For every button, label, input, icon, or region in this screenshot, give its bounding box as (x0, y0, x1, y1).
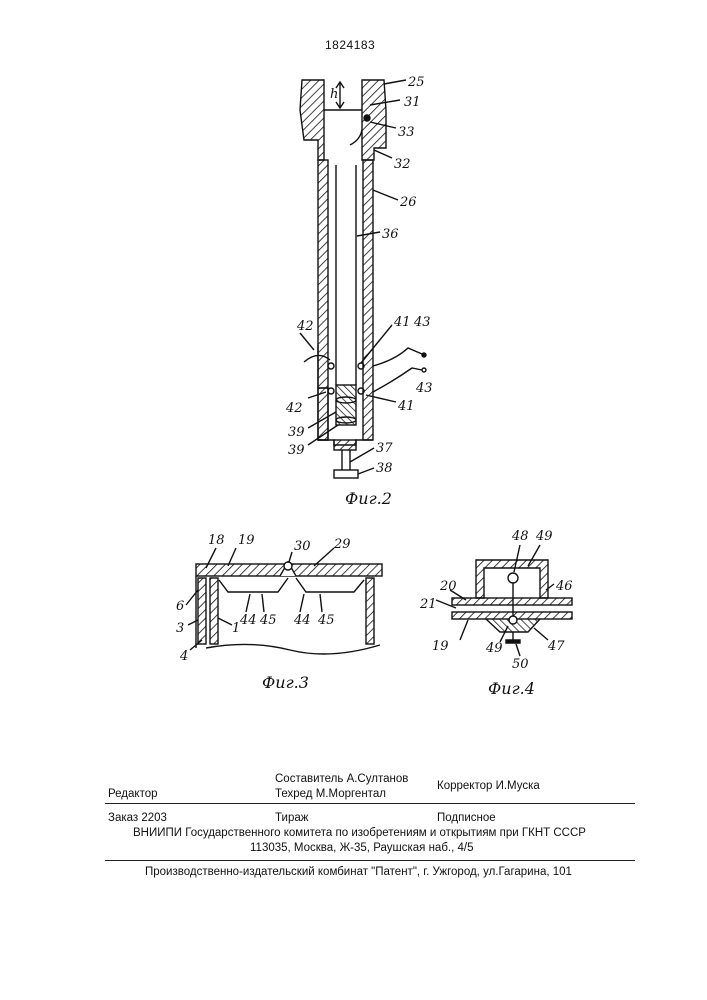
fig2-label-26: 26 (399, 195, 417, 210)
fig2-label-37: 37 (376, 441, 393, 456)
fig4-label-20: 20 (439, 579, 457, 594)
fig3-label-19: 19 (238, 533, 255, 548)
fig2-label-42a: 42 (296, 319, 314, 334)
fig4-label-48: 48 (511, 529, 529, 544)
fig2-label-h: h (330, 87, 338, 102)
imprint-editor: Редактор (108, 788, 158, 800)
fig4-label-49a: 49 (535, 529, 553, 544)
fig3-label-29: 29 (333, 537, 351, 552)
imprint-address: 113035, Москва, Ж-35, Раушская наб., 4/5 (250, 842, 473, 854)
fig2-label-33: 33 (398, 125, 415, 140)
imprint-order: Заказ 2203 (108, 812, 167, 824)
drawing-sheet: h 25 31 33 32 26 36 42 41 43 43 42 41 39… (0, 0, 707, 700)
fig3-label-44b: 44 (293, 613, 311, 628)
fig4-label-46: 46 (555, 579, 573, 594)
imprint-vniipi: ВНИИПИ Государственного комитета по изоб… (133, 827, 586, 839)
imprint-corrector: Корректор И.Муска (437, 780, 540, 792)
fig2-label-39a: 39 (288, 425, 305, 440)
fig4-label-47: 47 (547, 639, 565, 654)
fig2-caption: Фиг.2 (345, 489, 392, 508)
imprint-techred: Техред М.Моргентал (275, 788, 386, 800)
fig2-label-41b: 41 (397, 399, 415, 414)
imprint-subscription: Подписное (437, 812, 496, 824)
fig3-label-44a: 44 (239, 613, 257, 628)
fig4-label-49b: 49 (485, 641, 503, 656)
fig2-label-39b: 39 (288, 443, 305, 458)
fig2-label-38: 38 (376, 461, 393, 476)
fig2-label-43a: 43 (413, 315, 431, 330)
fig4-label-19: 19 (432, 639, 449, 654)
fig2-label-43b: 43 (415, 381, 433, 396)
imprint-rule-bottom (105, 860, 635, 861)
fig3-label-18: 18 (208, 533, 225, 548)
imprint-rule-top (105, 803, 635, 804)
fig3-label-45b: 45 (317, 613, 335, 628)
figure-3-drawing (186, 548, 382, 654)
fig2-label-31: 31 (404, 95, 421, 110)
fig2-label-42b: 42 (285, 401, 303, 416)
fig3-caption: Фиг.3 (262, 673, 309, 692)
fig3-label-4: 4 (179, 649, 188, 664)
imprint-compiler: Составитель А.Султанов (275, 773, 408, 785)
fig4-label-50: 50 (512, 657, 529, 672)
fig4-caption: Фиг.4 (488, 679, 535, 698)
fig2-label-41a: 41 (393, 315, 411, 330)
fig3-label-30: 30 (294, 539, 311, 554)
fig2-label-32: 32 (394, 157, 411, 172)
fig4-label-21: 21 (419, 597, 437, 612)
fig3-label-3: 3 (176, 621, 184, 636)
imprint-publisher: Производственно-издательский комбинат "П… (145, 866, 572, 878)
fig3-label-45a: 45 (259, 613, 277, 628)
fig2-label-25: 25 (407, 75, 425, 90)
fig3-label-6: 6 (176, 599, 184, 614)
fig2-label-36: 36 (382, 227, 399, 242)
imprint-circulation: Тираж (275, 812, 308, 824)
